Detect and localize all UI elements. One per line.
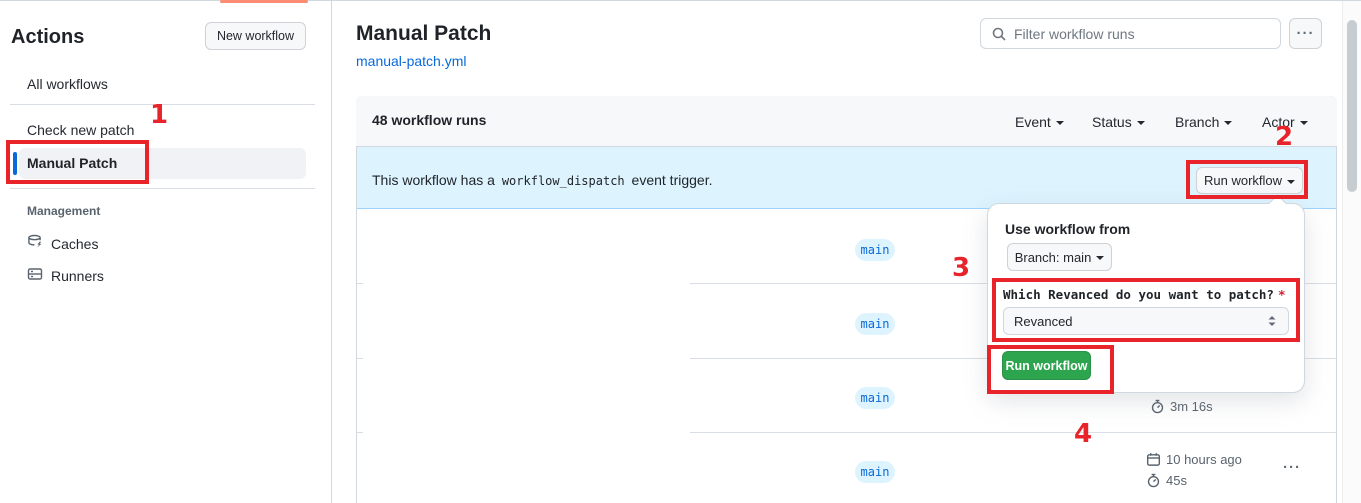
cache-database-icon bbox=[27, 234, 43, 253]
sidebar-item-manual-patch[interactable] bbox=[19, 148, 306, 179]
workflow-dispatch-code: workflow_dispatch bbox=[501, 174, 625, 188]
filter-workflow-runs-input[interactable] bbox=[1014, 25, 1270, 42]
annotation-step-2: 2 bbox=[1275, 122, 1294, 152]
management-section-label: Management bbox=[27, 204, 101, 218]
top-nav-border bbox=[0, 0, 1361, 1]
divider bbox=[10, 104, 315, 105]
chevron-down-icon bbox=[1299, 121, 1308, 125]
chevron-down-icon bbox=[1096, 256, 1105, 260]
runs-list-header bbox=[356, 96, 1337, 147]
run-workflow-dropdown-button[interactable]: Run workflow bbox=[1196, 167, 1303, 194]
branch-badge[interactable]: main bbox=[855, 313, 895, 335]
branch-badge[interactable]: main bbox=[855, 239, 895, 261]
chevron-down-icon bbox=[1136, 121, 1145, 125]
chevron-down-icon bbox=[1055, 121, 1064, 125]
branch-badge[interactable]: main bbox=[855, 387, 895, 409]
required-asterisk: * bbox=[1277, 287, 1286, 302]
run-duration: 3m 16s bbox=[1150, 399, 1213, 414]
annotation-step-1: 1 bbox=[150, 100, 169, 130]
filter-workflow-runs-box[interactable] bbox=[980, 18, 1281, 49]
divider bbox=[10, 188, 315, 189]
run-date: 10 hours ago bbox=[1146, 452, 1242, 467]
selected-indicator-bar bbox=[13, 152, 17, 175]
sidebar-item-caches[interactable]: Caches bbox=[27, 234, 98, 253]
annotation-step-4: 4 bbox=[1074, 419, 1093, 449]
new-workflow-button[interactable]: New workflow bbox=[205, 22, 306, 50]
branch-badge[interactable]: main bbox=[855, 461, 895, 483]
branch-selector-button[interactable]: Branch: main bbox=[1007, 243, 1112, 271]
select-updown-icon bbox=[1266, 314, 1278, 328]
calendar-icon bbox=[1146, 452, 1161, 467]
workflow-dispatch-banner bbox=[357, 147, 1336, 209]
scrollbar-thumb[interactable] bbox=[1347, 20, 1357, 192]
stopwatch-icon bbox=[1146, 473, 1161, 488]
run-options-kebab-button[interactable]: ··· bbox=[1283, 459, 1301, 476]
sidebar-item-caches-label: Caches bbox=[51, 235, 99, 252]
search-icon bbox=[991, 26, 1007, 42]
row-separator bbox=[357, 358, 363, 359]
sidebar-divider bbox=[331, 0, 332, 503]
actor-filter-dropdown[interactable]: Actor bbox=[1262, 114, 1308, 130]
workflow-input-label: Which Revanced do you want to patch?* bbox=[1003, 287, 1286, 302]
dispatch-banner-text: This workflow has a workflow_dispatch ev… bbox=[372, 172, 713, 188]
sidebar-item-runners[interactable]: Runners bbox=[27, 266, 104, 285]
row-separator bbox=[690, 432, 1336, 433]
runners-server-icon bbox=[27, 266, 43, 285]
sidebar-title: Actions bbox=[11, 26, 85, 48]
workflow-options-kebab-button[interactable]: ··· bbox=[1289, 18, 1322, 49]
stopwatch-icon bbox=[1150, 399, 1165, 414]
event-filter-dropdown[interactable]: Event bbox=[1015, 114, 1064, 130]
popup-title: Use workflow from bbox=[1005, 221, 1131, 237]
run-workflow-submit-button[interactable]: Run workflow bbox=[1002, 351, 1091, 380]
row-separator bbox=[357, 432, 363, 433]
page-title: Manual Patch bbox=[356, 22, 492, 45]
workflow-file-link[interactable]: manual-patch.yml bbox=[356, 53, 467, 69]
branch-filter-dropdown[interactable]: Branch bbox=[1175, 114, 1233, 130]
row-separator bbox=[357, 283, 363, 284]
run-duration: 45s bbox=[1146, 473, 1187, 488]
sidebar-item-manual-patch-label[interactable]: Manual Patch bbox=[27, 155, 118, 171]
status-filter-dropdown[interactable]: Status bbox=[1092, 114, 1145, 130]
chevron-down-icon bbox=[1224, 121, 1233, 125]
sidebar-item-check-new-patch[interactable]: Check new patch bbox=[27, 122, 135, 138]
active-tab-indicator bbox=[220, 0, 308, 3]
workflow-runs-count: 48 workflow runs bbox=[372, 112, 487, 128]
chevron-down-icon bbox=[1287, 179, 1296, 184]
sidebar-item-all-workflows[interactable]: All workflows bbox=[27, 76, 108, 92]
annotation-step-3: 3 bbox=[952, 253, 971, 283]
revanced-select[interactable]: Revanced bbox=[1003, 307, 1289, 335]
sidebar-item-runners-label: Runners bbox=[51, 267, 104, 284]
